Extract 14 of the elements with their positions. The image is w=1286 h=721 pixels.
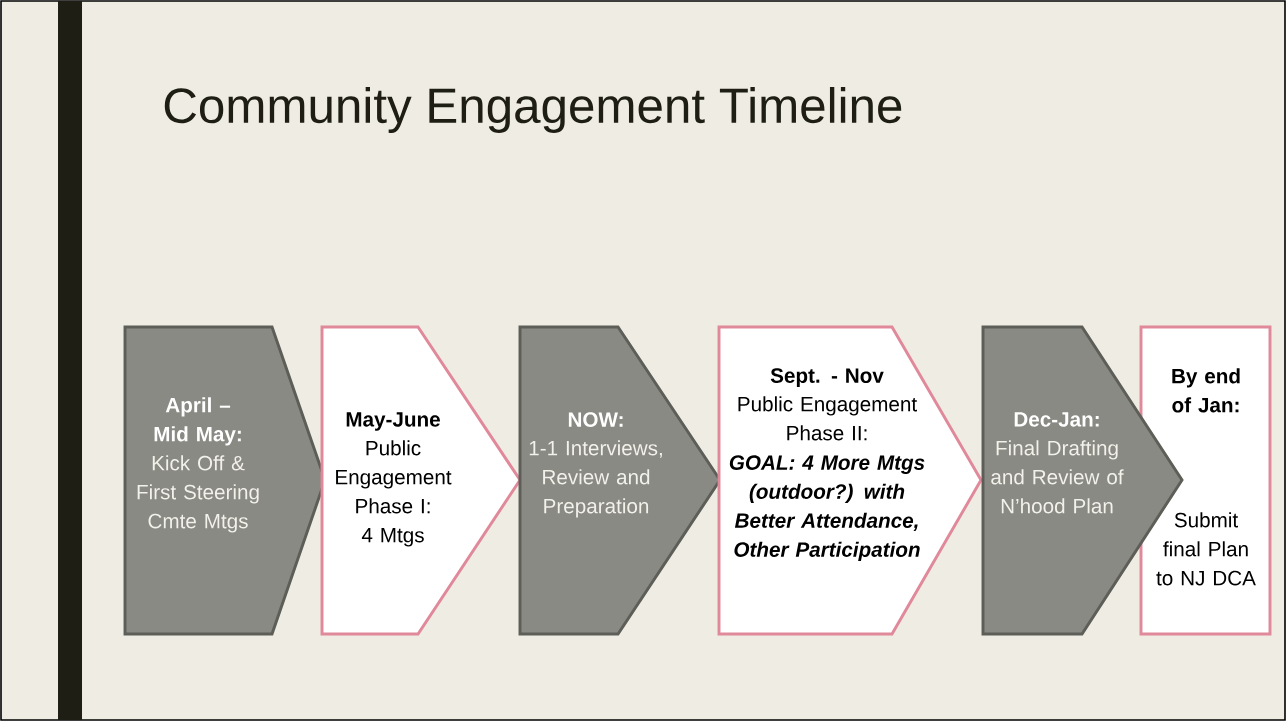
step-heading: Dec-Jan: bbox=[1014, 412, 1099, 427]
step-text: Submit final Plan to NJ DCA bbox=[1156, 512, 1256, 586]
step-text: Final Drafting and Review of N’hood Plan bbox=[991, 440, 1124, 514]
goal-text: GOAL: 4 More Mtgs (outdoor?) with Better Attendance, Other Participation bbox=[729, 455, 925, 561]
step-text: Public Engagement Phase II: bbox=[738, 396, 917, 441]
step-heading: NOW: bbox=[568, 412, 623, 427]
step-heading: May-June bbox=[346, 412, 440, 431]
step-text: Public Engagement Phase I: 4 Mtgs bbox=[336, 440, 452, 547]
step-text: 1-1 Interviews, Review and Preparation bbox=[529, 440, 662, 518]
step-text: Kick Off & First Steering Cmte Mtgs bbox=[137, 455, 259, 533]
step-heading: April – Mid May: bbox=[154, 397, 241, 446]
title: Community Engagement Timeline bbox=[164, 87, 902, 133]
step-heading: Sept. - Nov bbox=[770, 368, 884, 387]
step-heading: By end of Jan: bbox=[1172, 368, 1240, 413]
